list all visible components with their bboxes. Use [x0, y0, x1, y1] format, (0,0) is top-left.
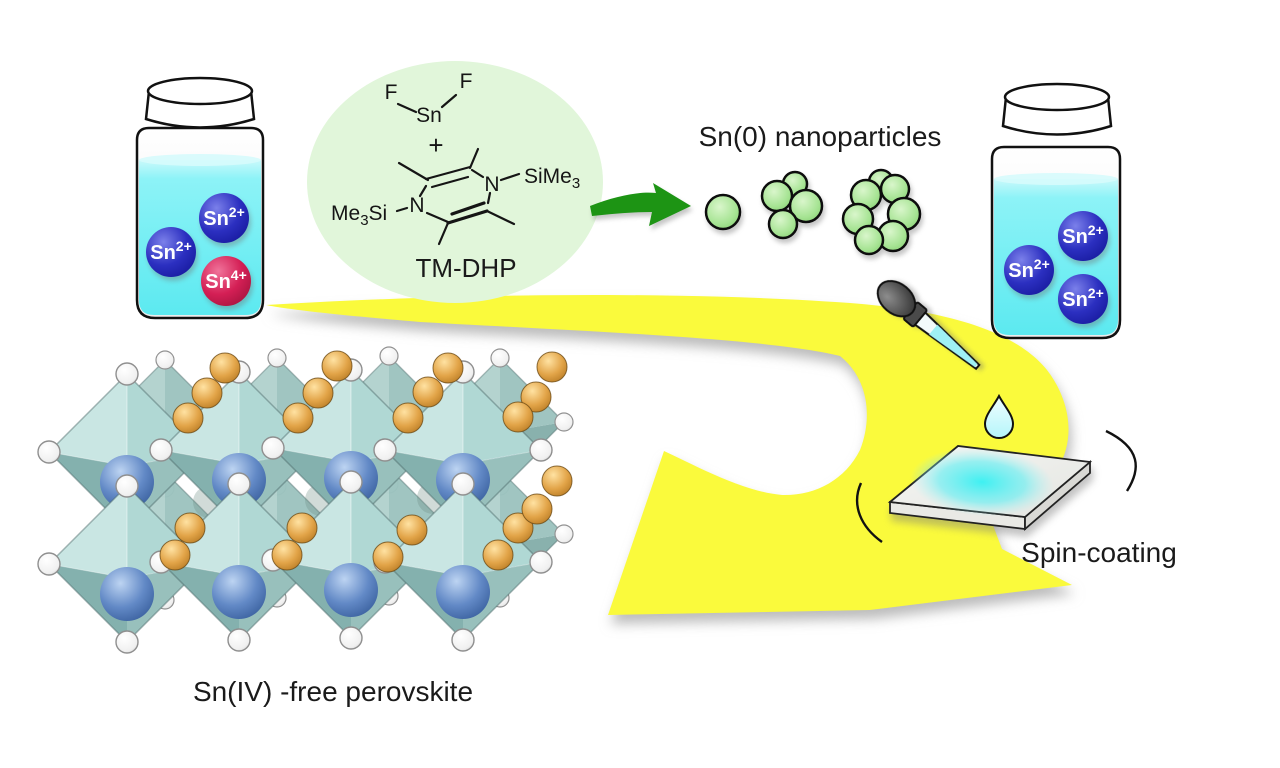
nanoparticle-cluster-small: [760, 170, 824, 240]
tin-atom: Sn: [416, 104, 442, 127]
svg-text:Sn4+: Sn4+: [205, 267, 247, 293]
nanoparticle-cluster-large: [841, 168, 922, 256]
coated-film: [910, 447, 1054, 517]
vial-treated: Sn2+ Sn2+ Sn2+: [990, 82, 1122, 340]
svg-text:Sn2+: Sn2+: [150, 238, 192, 264]
nanoparticle-clusters: [704, 168, 922, 256]
snf2-structure: F F Sn: [385, 70, 473, 127]
ion-sphere-sn2: Sn2+: [1058, 211, 1108, 261]
silyl-left-label: Me3Si: [331, 202, 387, 229]
svg-text:Sn2+: Sn2+: [1008, 256, 1050, 282]
svg-text:Sn2+: Sn2+: [1062, 285, 1104, 311]
reaction-arrow: [590, 183, 691, 226]
ion-spheres: Sn2+ Sn2+ Sn4+: [146, 193, 251, 306]
solution-droplet: [983, 393, 1015, 439]
liquid-surface: [139, 154, 261, 166]
substrate: [887, 445, 1093, 531]
svg-text:Sn2+: Sn2+: [1062, 222, 1104, 248]
organic-cations: [159, 350, 573, 573]
vial-initial: Sn2+ Sn2+ Sn4+: [135, 76, 265, 320]
perovskite-label: Sn(IV) -free perovskite: [193, 676, 473, 707]
spin-coating-label: Spin-coating: [1021, 537, 1177, 568]
nitrogen-right: N: [484, 173, 499, 196]
reagent-bubble: F F Sn + N N Me3Si SiMe3 TM-D: [307, 61, 603, 303]
liquid-surface: [994, 173, 1118, 185]
ion-sphere-sn2: Sn2+: [199, 193, 249, 243]
vial-cap-top: [1003, 82, 1111, 112]
fluorine-left: F: [385, 81, 398, 104]
ion-sphere-sn4: Sn4+: [201, 256, 251, 306]
svg-text:Sn2+: Sn2+: [203, 204, 245, 230]
dropper-bulb: [876, 279, 917, 318]
ion-sphere-sn2: Sn2+: [1004, 245, 1054, 295]
dropper-solution: [929, 324, 978, 368]
perovskite-crystal: [37, 346, 574, 654]
vial-cap-top: [146, 76, 254, 106]
bubble-background: [307, 61, 603, 303]
rotation-arrow-left: [855, 482, 882, 542]
nitrogen-left: N: [409, 194, 424, 217]
fluorine-right: F: [460, 70, 473, 93]
silyl-right-label: SiMe3: [524, 165, 580, 192]
tmdhp-structure: N N Me3Si SiMe3: [331, 147, 580, 246]
reagent-name: TM-DHP: [415, 253, 516, 283]
ion-sphere-sn2: Sn2+: [1058, 274, 1108, 324]
dropper: [876, 279, 981, 371]
ion-spheres: Sn2+ Sn2+ Sn2+: [1004, 211, 1108, 324]
plus-sign: +: [428, 130, 443, 160]
nanoparticle-single: [704, 193, 742, 231]
rotation-arrow-right: [1106, 431, 1137, 492]
nanoparticles-label: Sn(0) nanoparticles: [699, 121, 942, 152]
ion-sphere-sn2: Sn2+: [146, 227, 196, 277]
